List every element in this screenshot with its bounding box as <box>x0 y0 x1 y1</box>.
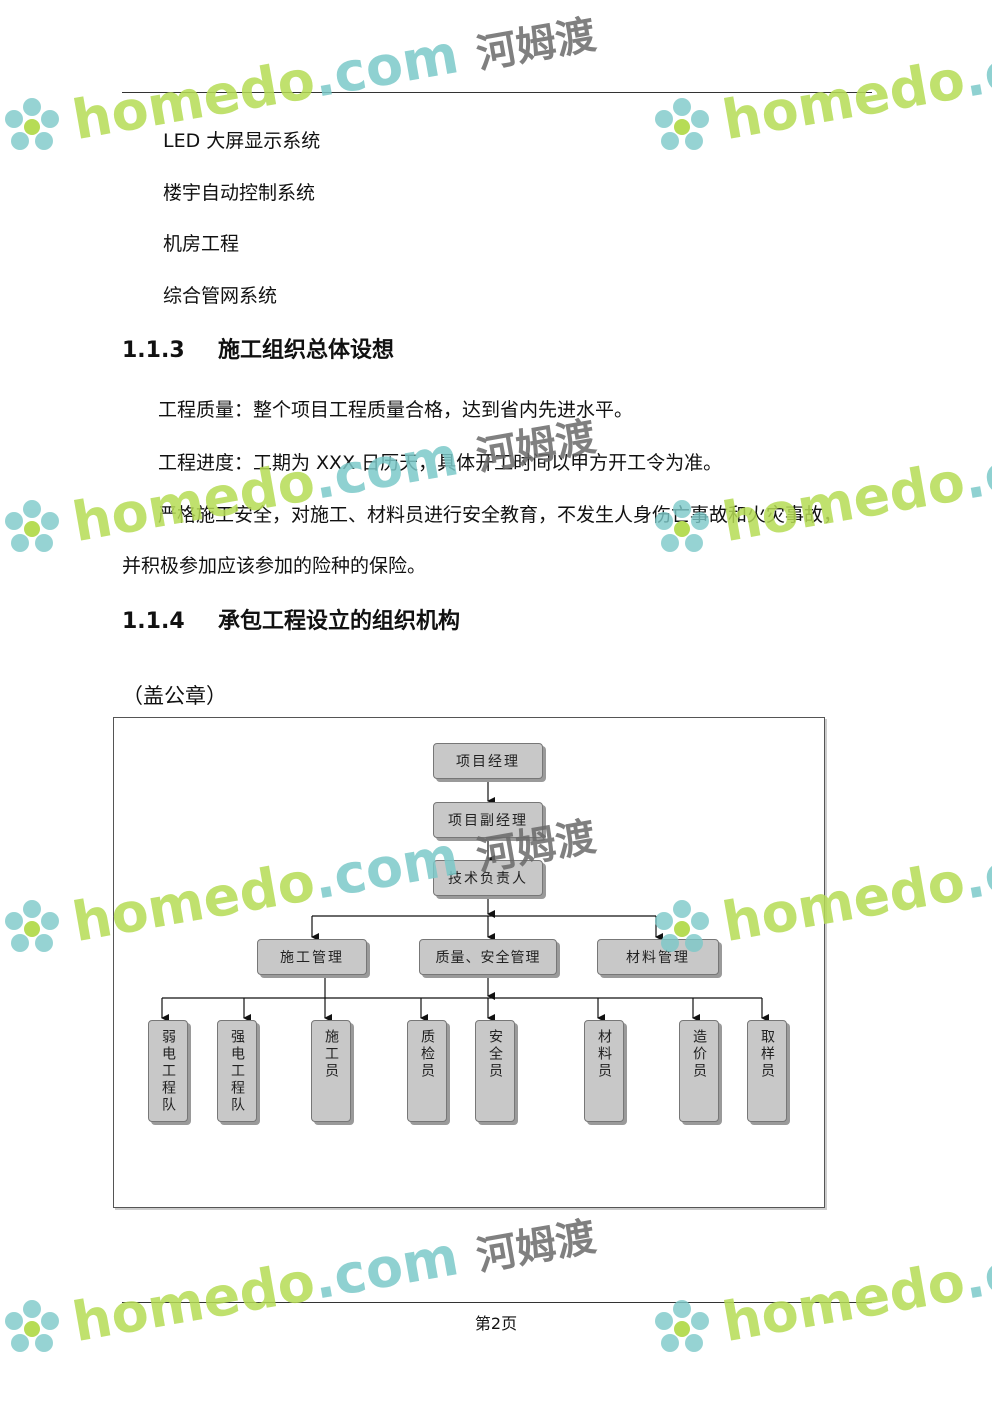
page-number: 第2页 <box>474 1314 518 1333</box>
list-item: LED 大屏显示系统 <box>163 130 321 152</box>
header-rule <box>122 92 872 93</box>
org-node-weak-current-team: 弱电工程队 <box>148 1020 188 1122</box>
org-node-sampler: 取样员 <box>747 1020 787 1122</box>
paragraph-schedule: 工程进度：工期为 XXX 日历天，具体开工时间以甲方开工令为准。 <box>158 452 723 474</box>
section-title: 承包工程设立的组织机构 <box>218 609 461 634</box>
section-number: 1.1.3 <box>122 338 185 363</box>
org-node-safety-officer: 安全员 <box>475 1020 515 1122</box>
org-node-material-clerk: 材料员 <box>584 1020 624 1122</box>
org-node-strong-current-team: 强电工程队 <box>217 1020 257 1122</box>
section-heading-114: 1.1.4 承包工程设立的组织机构 <box>122 608 460 636</box>
org-node-deputy-manager: 项目副经理 <box>433 802 543 838</box>
org-node-materials-mgmt: 材料管理 <box>597 939 719 975</box>
org-node-cost-estimator: 造价员 <box>679 1020 719 1122</box>
list-item: 楼宇自动控制系统 <box>163 182 316 204</box>
org-chart-frame <box>113 717 825 1208</box>
org-node-project-manager: 项目经理 <box>433 743 543 779</box>
org-node-quality-inspector: 质检员 <box>407 1020 447 1122</box>
seal-note: （盖公章） <box>122 684 227 708</box>
section-heading-113: 1.1.3 施工组织总体设想 <box>122 337 394 365</box>
org-node-technical-lead: 技术负责人 <box>433 860 543 896</box>
list-item: 机房工程 <box>163 233 240 255</box>
paragraph-safety-cont: 并积极参加应该参加的险种的保险。 <box>122 555 427 577</box>
section-title: 施工组织总体设想 <box>218 338 395 363</box>
list-item: 综合管网系统 <box>163 285 278 307</box>
org-node-construction-mgmt: 施工管理 <box>257 939 367 975</box>
footer-rule <box>122 1302 872 1303</box>
paragraph-quality: 工程质量：整个项目工程质量合格，达到省内先进水平。 <box>158 399 634 421</box>
org-node-constructor: 施工员 <box>311 1020 351 1122</box>
org-node-quality-safety-mgmt: 质量、安全管理 <box>419 939 557 975</box>
section-number: 1.1.4 <box>122 609 185 634</box>
